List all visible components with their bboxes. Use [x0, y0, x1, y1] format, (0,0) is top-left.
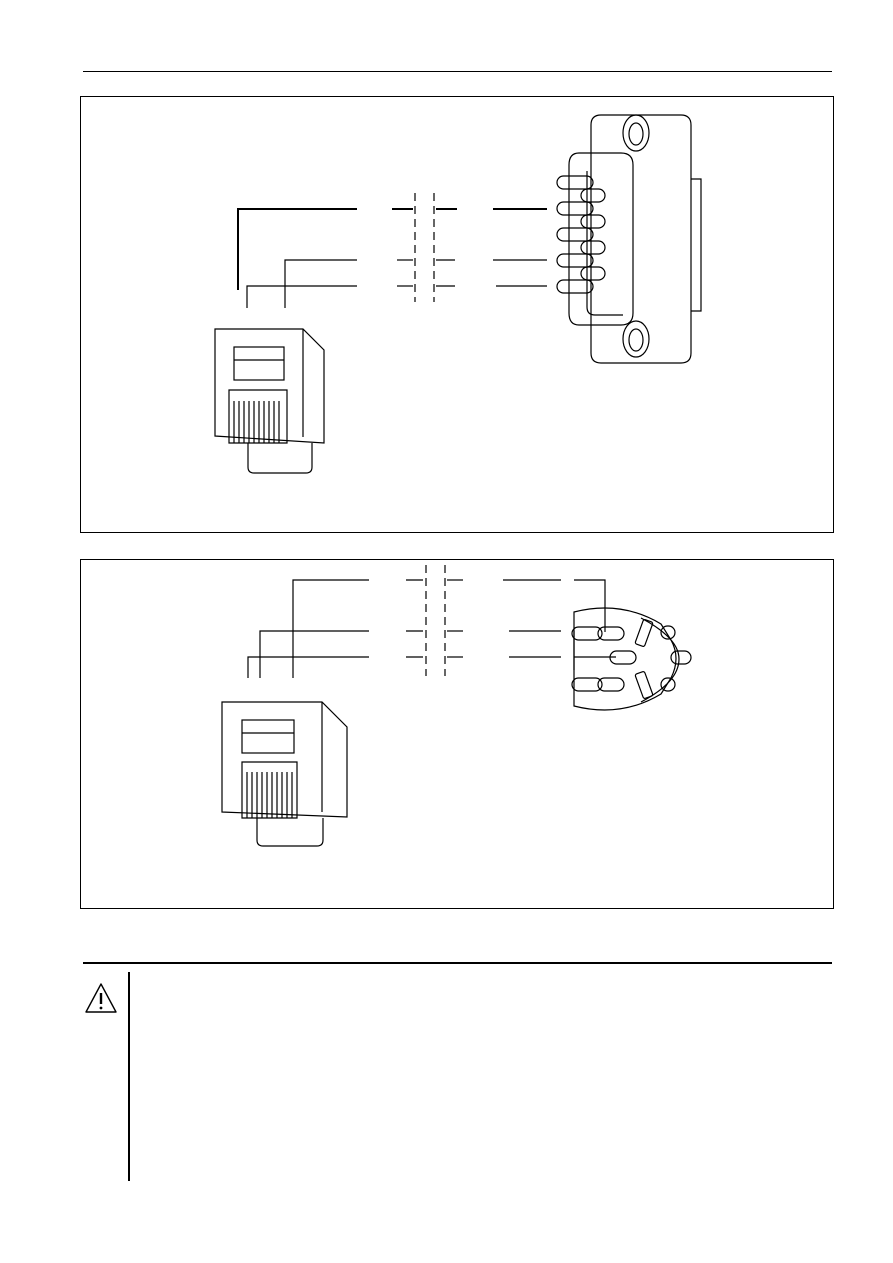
warning-triangle-icon — [83, 981, 119, 1020]
rj-plug-icon — [221, 701, 348, 847]
cable-break-marks — [414, 193, 435, 302]
din-wiring-svg — [221, 565, 692, 847]
wiring-diagram-rj-to-din — [80, 559, 834, 909]
db9-wiring-svg — [214, 114, 702, 474]
caution-rule — [83, 962, 832, 964]
db9-connector-icon — [556, 114, 702, 364]
header-rule — [83, 71, 832, 72]
wire-3 — [247, 656, 616, 678]
din-connector-icon — [571, 607, 692, 711]
caution-side-bar — [128, 972, 130, 1181]
wire-1 — [292, 579, 606, 678]
wire-1 — [237, 208, 547, 290]
wire-2 — [284, 259, 547, 308]
rj-plug-icon — [214, 328, 325, 474]
cable-break-marks — [425, 565, 446, 676]
wire-2 — [259, 630, 575, 678]
wiring-diagram-rj-to-db9 — [80, 96, 834, 533]
wire-3 — [246, 285, 547, 308]
